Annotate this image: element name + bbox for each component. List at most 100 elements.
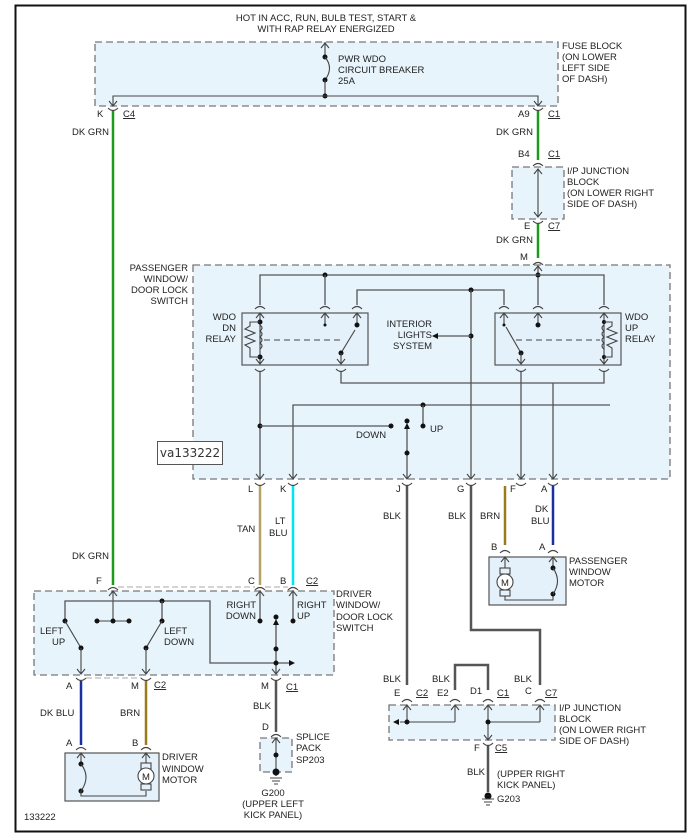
splice-pin-d: D bbox=[262, 722, 269, 733]
driver-motor-symbol: M bbox=[142, 772, 150, 783]
relay-coil-resistor-icon bbox=[243, 321, 260, 358]
wire-label-blk-g: BLK bbox=[448, 511, 467, 522]
splice-label-2: PACK bbox=[296, 743, 322, 754]
left-down-switch-icon bbox=[145, 620, 163, 649]
wire-label-blu-passenger: BLU bbox=[531, 516, 550, 527]
wire-label-blk-j: BLK bbox=[383, 511, 402, 522]
ip-junction-block-top: I/P JUNCTION BLOCK (ON LOWER RIGHT SIDE … bbox=[511, 166, 654, 220]
page-frame bbox=[14, 4, 687, 833]
pin-f-driver: F bbox=[96, 576, 102, 587]
wire-blk-g bbox=[469, 486, 542, 685]
pin-b4: B4 bbox=[518, 149, 530, 160]
wdo-dn-relay bbox=[241, 312, 369, 366]
pin-g: G bbox=[457, 484, 464, 495]
connector-c1-bottom: C1 bbox=[286, 682, 298, 693]
ip-junction-bottom-label: I/P JUNCTION bbox=[559, 703, 621, 714]
up-relay-resistor-icon bbox=[604, 321, 619, 358]
left-down-label: LEFT bbox=[164, 626, 187, 637]
dn-relay-label-2: DN bbox=[222, 323, 236, 334]
power-condition-line1: HOT IN ACC, RUN, BULB TEST, START & bbox=[236, 13, 417, 24]
motor-symbol: M bbox=[501, 578, 509, 589]
up-relay-label: WDO bbox=[625, 312, 648, 323]
ip-junction-bottom-label-4: SIDE OF DASH) bbox=[559, 736, 629, 747]
pin-f: F bbox=[510, 484, 516, 495]
figure-number: 133222 bbox=[24, 812, 56, 823]
right-up-label-2: UP bbox=[297, 611, 310, 622]
right-down-label: RIGHT bbox=[226, 600, 256, 611]
pin-e2: E2 bbox=[437, 688, 449, 699]
driver-switch-label-2: WINDOW/ bbox=[336, 600, 381, 611]
driver-motor-label-3: MOTOR bbox=[162, 775, 197, 786]
driver-window-motor: A B M DRIVER WINDOW MOTOR bbox=[64, 738, 204, 802]
limit-switch-icon bbox=[552, 567, 559, 595]
pin-m-driver: M bbox=[131, 681, 139, 692]
wire-label-tan: TAN bbox=[237, 524, 255, 535]
passenger-motor-label-2: WINDOW bbox=[569, 567, 611, 578]
driver-switch-label: DRIVER bbox=[336, 589, 372, 600]
connector-c1-b4: C1 bbox=[548, 149, 560, 160]
relay-coil-icon bbox=[259, 324, 263, 350]
passenger-motor-label-3: MOTOR bbox=[569, 578, 604, 589]
fuse-block: PWR WDO CIRCUIT BREAKER 25A FUSE BLOCK (… bbox=[94, 41, 623, 107]
left-up-label: LEFT bbox=[40, 626, 63, 637]
ip-junction-block-bottom: BLK BLK BLK E C2 E2 D1 C1 C C7 I/P JUNCT… bbox=[383, 663, 646, 806]
wire-label-blk-e: BLK bbox=[383, 674, 402, 685]
wire-label-blu: BLU bbox=[269, 528, 288, 539]
connector-c1: C1 bbox=[548, 109, 560, 120]
wire-label-dk-grn-lower: DK GRN bbox=[72, 551, 109, 562]
driver-motor-pin-a: A bbox=[66, 738, 73, 749]
pin-a9: A9 bbox=[518, 109, 530, 120]
interior-lights-label-3: SYSTEM bbox=[393, 341, 432, 352]
passenger-switch-label-2: WINDOW/ bbox=[144, 274, 189, 285]
up-relay-switch-icon bbox=[505, 326, 522, 354]
splice-label: SPLICE bbox=[296, 732, 330, 743]
pin-c-ip: C bbox=[525, 686, 532, 697]
ground-g203-loc-2: KICK PANEL) bbox=[497, 780, 555, 791]
connector-c2-top: C2 bbox=[306, 576, 318, 587]
connector-c7-ip: C7 bbox=[545, 688, 557, 699]
wire-label-blk-e2: BLK bbox=[432, 674, 451, 685]
wire-label-dk-blu: DK BLU bbox=[40, 708, 74, 719]
up-contact-label: UP bbox=[430, 424, 443, 435]
ip-junction-label-3: (ON LOWER RIGHT bbox=[567, 188, 654, 199]
power-condition-line2: WITH RAP RELAY ENERGIZED bbox=[257, 24, 394, 35]
breaker-label-2: CIRCUIT BREAKER bbox=[338, 65, 425, 76]
connector-c2-ip: C2 bbox=[416, 688, 428, 699]
passenger-motor-label: PASSENGER bbox=[569, 556, 628, 567]
up-relay-label-3: RELAY bbox=[625, 334, 656, 345]
right-up-label: RIGHT bbox=[297, 600, 327, 611]
wire-label-dk-grn: DK GRN bbox=[72, 127, 109, 138]
wire-label-blk-g203: BLK bbox=[467, 767, 486, 778]
wire-label-blk-c: BLK bbox=[514, 674, 533, 685]
passenger-switch-pins: L K J G F A bbox=[248, 482, 559, 495]
driver-switch-label-3: DOOR LOCK bbox=[336, 612, 394, 623]
wire-label-dk-grn-right-2: DK GRN bbox=[496, 235, 533, 246]
splice-pack-sp203: D SPLICE PACK SP203 G200 (UPPER LEFT KIC… bbox=[242, 722, 330, 821]
driver-motor-label-2: WINDOW bbox=[162, 764, 204, 775]
driver-switch-label-4: SWITCH bbox=[336, 623, 374, 634]
driver-limit-switch-icon bbox=[80, 763, 87, 792]
ip-junction-bottom-label-2: BLOCK bbox=[559, 714, 592, 725]
driver-motor-label: DRIVER bbox=[162, 752, 198, 763]
connector-c1-ip: C1 bbox=[497, 688, 509, 699]
ground-g200-loc-2: KICK PANEL) bbox=[244, 810, 302, 821]
connector-c5: C5 bbox=[495, 743, 507, 754]
pin-j: J bbox=[396, 484, 401, 495]
driver-motor-pin-b: B bbox=[132, 738, 138, 749]
pin-m-top: M bbox=[520, 252, 528, 263]
pin-k: K bbox=[97, 109, 104, 120]
right-down-label-2: DOWN bbox=[226, 611, 256, 622]
wire-blk-e2-d1-loop bbox=[453, 663, 490, 690]
up-relay-coil-icon bbox=[601, 324, 605, 350]
wire-label-dk: DK bbox=[535, 504, 549, 515]
left-up-label-2: UP bbox=[52, 637, 65, 648]
interior-lights-label-2: LIGHTS bbox=[398, 330, 432, 341]
pin-e-bottom: E bbox=[394, 688, 400, 699]
passenger-switch-label-3: DOOR LOCK bbox=[131, 285, 189, 296]
pin-f-ip: F bbox=[474, 743, 480, 754]
interior-lights-label: INTERIOR bbox=[387, 319, 433, 330]
diagram-id-tag: va133222 bbox=[157, 441, 223, 465]
ip-junction-label: I/P JUNCTION bbox=[567, 166, 629, 177]
